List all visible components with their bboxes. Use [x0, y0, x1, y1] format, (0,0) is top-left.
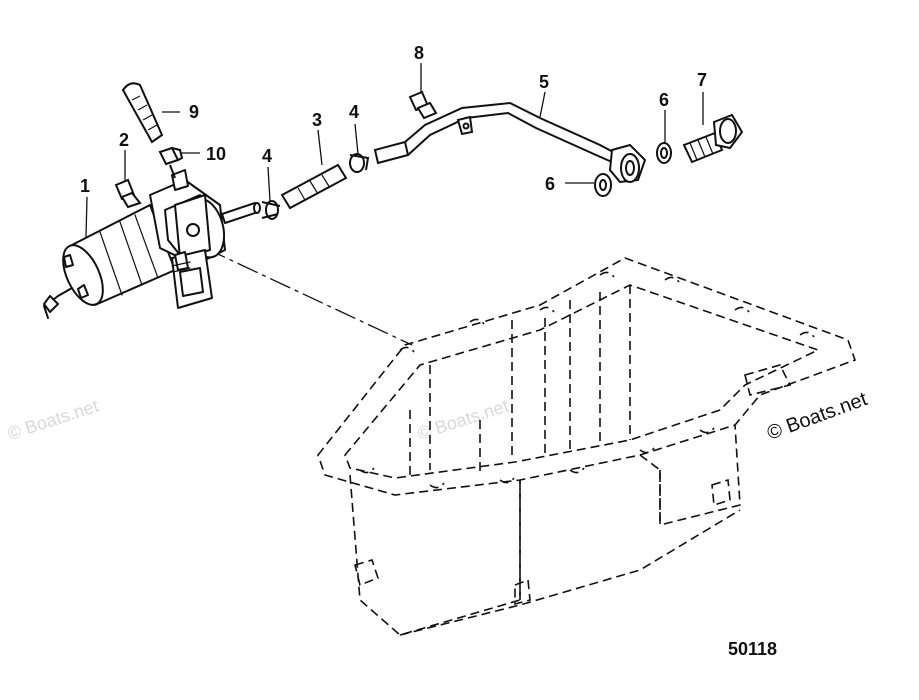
callout-4-right: 4 — [349, 102, 359, 122]
callout-1: 1 — [80, 176, 90, 196]
callout-6-lower: 6 — [545, 174, 555, 194]
tube-fitting — [408, 90, 438, 120]
banjo-bolt — [682, 113, 744, 164]
hose-section — [280, 163, 348, 210]
document-number: 50118 — [728, 639, 777, 659]
callout-6-upper: 6 — [659, 90, 669, 110]
oil-pan — [317, 257, 857, 636]
callout-4-left: 4 — [262, 146, 272, 166]
alignment-centerline — [204, 247, 413, 346]
drain-hose — [121, 82, 164, 144]
hose-clamp — [158, 146, 184, 179]
callout-7: 7 — [697, 70, 707, 90]
leader-lines — [85, 63, 704, 238]
sealing-washer-lower — [594, 173, 612, 197]
watermark-faint-left: © Boats.net — [5, 396, 101, 444]
callout-3: 3 — [312, 110, 322, 130]
callout-5: 5 — [539, 72, 549, 92]
oil-pump-assembly — [43, 169, 261, 319]
hose-clamp-left — [261, 200, 281, 220]
connector-fitting — [114, 178, 142, 209]
oil-tube — [373, 101, 647, 184]
hose-clamp-right — [349, 153, 370, 173]
callout-2: 2 — [119, 130, 129, 150]
watermark-boats-net: © Boats.net — [764, 388, 870, 445]
callout-9: 9 — [189, 102, 199, 122]
callout-10: 10 — [206, 144, 226, 164]
sealing-washer-upper — [656, 142, 672, 164]
callout-8: 8 — [414, 43, 424, 63]
